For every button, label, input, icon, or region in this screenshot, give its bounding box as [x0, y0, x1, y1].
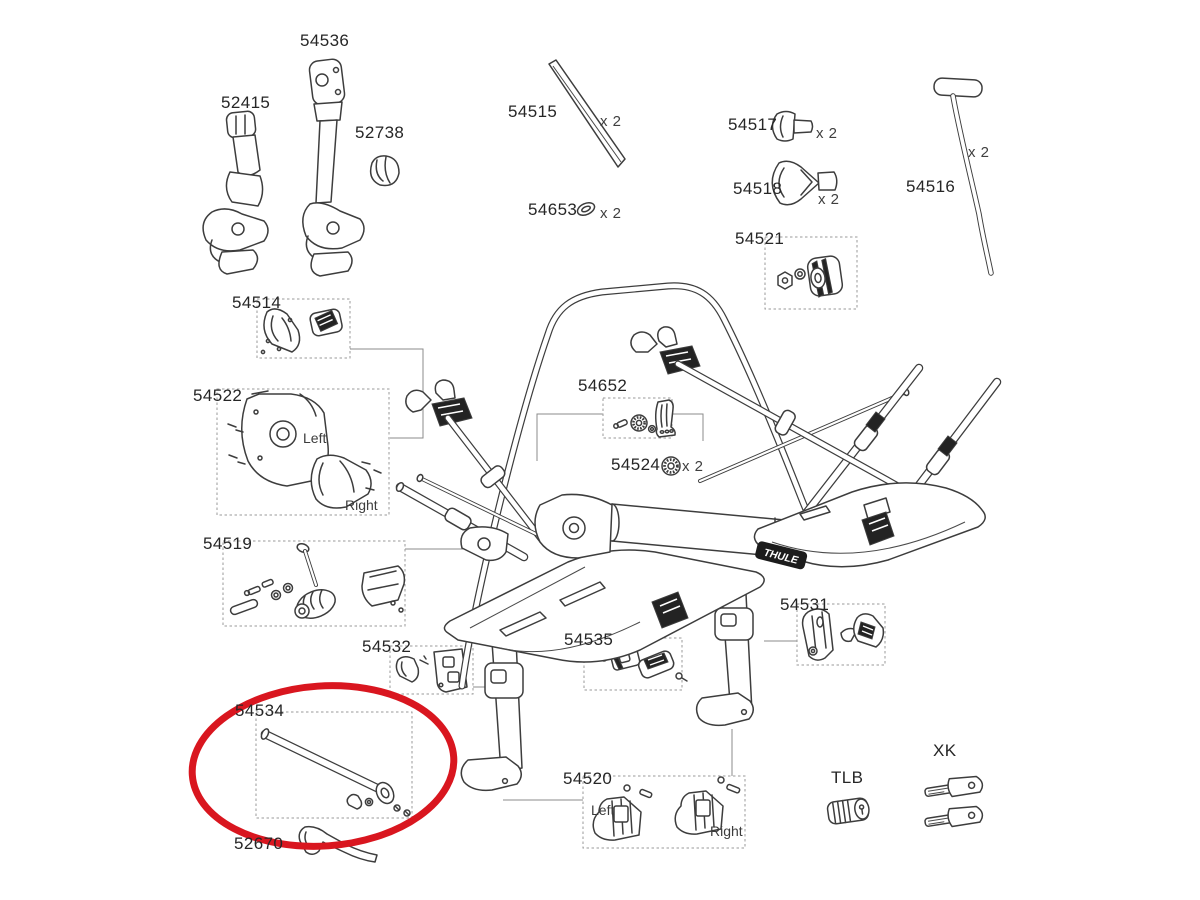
- brand-badge: THULE: [755, 541, 808, 570]
- part-drawing-54534: [260, 728, 411, 817]
- part-label-54515: 54515: [508, 102, 558, 121]
- part-drawing-54515: [548, 59, 626, 168]
- part-drawing-54653: [576, 202, 596, 216]
- part-label-54653: 54653: [528, 200, 578, 219]
- dotted-box-54520: [582, 775, 746, 849]
- highlight-ellipse: [188, 682, 458, 850]
- dotted-box-54522: [216, 388, 390, 516]
- part-label-54652: 54652: [578, 376, 628, 395]
- part-drawing-54518: [771, 160, 838, 206]
- part-label-52670: 52670: [234, 834, 284, 853]
- part-label-54532: 54532: [362, 637, 412, 656]
- part-drawing-54519: [229, 542, 406, 619]
- part-qty-54524: x 2: [682, 458, 704, 475]
- dotted-box-54521: [764, 236, 858, 310]
- part-qty-54517: x 2: [816, 125, 838, 142]
- part-label-54534: 54534: [235, 701, 285, 720]
- part-label-54521: 54521: [735, 229, 785, 248]
- part-qty-54518: x 2: [818, 191, 840, 208]
- part-drawing-54520: [592, 776, 741, 841]
- part-qty-54516: x 2: [968, 144, 990, 161]
- side-label-54522-left: Left: [303, 430, 327, 446]
- part-label-54519: 54519: [203, 534, 253, 553]
- part-drawing-54524: [661, 456, 681, 476]
- dotted-boxes: [216, 236, 886, 849]
- part-drawing-54522: [227, 390, 382, 509]
- side-label-54520-left: Left: [591, 802, 615, 818]
- dotted-box-54514: [256, 298, 351, 359]
- side-label-54520-right: Right: [710, 823, 743, 839]
- part-label-54514: 54514: [232, 293, 282, 312]
- dotted-box-54519: [222, 540, 406, 627]
- main-assembly: THULE: [395, 282, 1002, 792]
- dotted-box-54532: [389, 645, 474, 695]
- part-qty-54653: x 2: [600, 205, 622, 222]
- part-drawing-54652: [613, 399, 676, 438]
- part-drawing-52415: [202, 110, 269, 275]
- part-label-54524: 54524: [611, 455, 661, 474]
- part-drawing-52738: [369, 155, 400, 187]
- part-drawing-54521: [777, 255, 844, 298]
- part-qty-54515: x 2: [600, 113, 622, 130]
- side-label-54522-right: Right: [345, 497, 378, 513]
- part-label-xk: XK: [933, 741, 957, 760]
- part-label-54520: 54520: [563, 769, 613, 788]
- part-drawing-54516: [933, 77, 994, 276]
- part-label-54531: 54531: [780, 595, 830, 614]
- part-label-54535: 54535: [564, 630, 614, 649]
- part-drawing-54514: [260, 308, 343, 355]
- part-label-54518: 54518: [733, 179, 783, 198]
- part-label-54522: 54522: [193, 386, 243, 405]
- part-drawing-54531: [801, 608, 885, 661]
- part-label-54536: 54536: [300, 31, 350, 50]
- dotted-box-54531: [796, 603, 886, 666]
- part-label-52415: 52415: [221, 93, 271, 112]
- dotted-box-54534: [255, 711, 413, 819]
- part-drawing-xk-keys: [924, 775, 984, 828]
- part-drawing-tlb-lock: [826, 797, 870, 825]
- part-label-52738: 52738: [355, 123, 405, 142]
- part-label-tlb: TLB: [831, 768, 864, 787]
- part-drawing-54536: [302, 58, 365, 277]
- part-label-54516: 54516: [906, 177, 956, 196]
- part-drawing-54517: [771, 110, 814, 142]
- part-label-54517: 54517: [728, 115, 778, 134]
